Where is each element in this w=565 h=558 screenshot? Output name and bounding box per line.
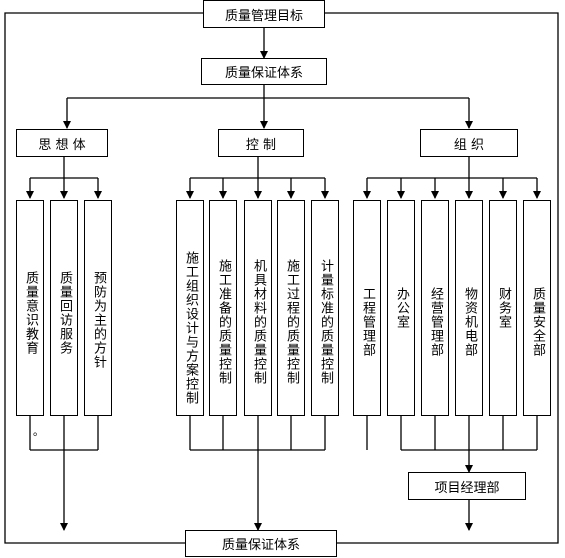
- item-box: 财务室: [489, 200, 517, 416]
- item-box: 计量标准的质量控制: [311, 200, 339, 416]
- item-label: 质量意识教育: [23, 271, 38, 355]
- item-label: 物资机电部: [462, 287, 477, 357]
- item-box: 物资机电部: [455, 200, 483, 416]
- item-box: 质量回访服务: [50, 200, 78, 416]
- item-box: 施工过程的质量控制: [277, 200, 305, 416]
- quality-system-label: 质量保证体系: [224, 66, 303, 81]
- bottom-quality-system-box: 质量保证体系: [185, 530, 337, 557]
- item-box: 经营管理部: [421, 200, 449, 416]
- item-box: 机具材料的质量控制: [244, 200, 272, 416]
- item-label: 质量安全部: [530, 287, 545, 357]
- branch-title-label: 思 想 体: [38, 137, 86, 153]
- branch-control-box: 控 制: [218, 129, 304, 157]
- item-label: 施工组织设计与方案控制: [183, 251, 198, 405]
- item-box: 工程管理部: [353, 200, 381, 416]
- item-label: 办公室: [394, 287, 409, 329]
- item-label: 机具材料的质量控制: [251, 259, 266, 385]
- item-box: 施工准备的质量控制: [209, 200, 237, 416]
- item-box: 质量安全部: [523, 200, 551, 416]
- item-box: 质量意识教育: [16, 200, 44, 416]
- item-label: 施工准备的质量控制: [216, 259, 231, 385]
- quality-goal-box: 质量管理目标: [203, 0, 325, 28]
- project-dept-box: 项目经理部: [408, 472, 526, 500]
- item-box: 施工组织设计与方案控制: [176, 200, 204, 416]
- project-dept-label: 项目经理部: [434, 480, 500, 496]
- item-label: 施工过程的质量控制: [284, 259, 299, 385]
- quality-goal-label: 质量管理目标: [224, 8, 303, 24]
- branch-title-label: 控 制: [245, 137, 277, 153]
- branch-organization-box: 组 织: [420, 129, 518, 157]
- item-label: 计量标准的质量控制: [318, 259, 333, 385]
- item-box: 办公室: [387, 200, 415, 416]
- quality-system-box: 质量保证体系: [201, 58, 327, 85]
- branch-thought-box: 思 想 体: [16, 129, 108, 157]
- stray-mark: 。: [33, 425, 44, 438]
- item-label: 预防为主的方针: [91, 271, 106, 369]
- outer-loop-line-right: [325, 12, 559, 544]
- item-label: 工程管理部: [360, 287, 375, 357]
- item-label: 经营管理部: [428, 287, 443, 357]
- item-box: 预防为主的方针: [84, 200, 112, 416]
- item-label: 财务室: [496, 287, 511, 329]
- branch-title-label: 组 织: [453, 137, 485, 153]
- item-label: 质量回访服务: [57, 271, 72, 355]
- outer-loop-line: [4, 12, 203, 544]
- bottom-quality-system-label: 质量保证体系: [221, 538, 300, 553]
